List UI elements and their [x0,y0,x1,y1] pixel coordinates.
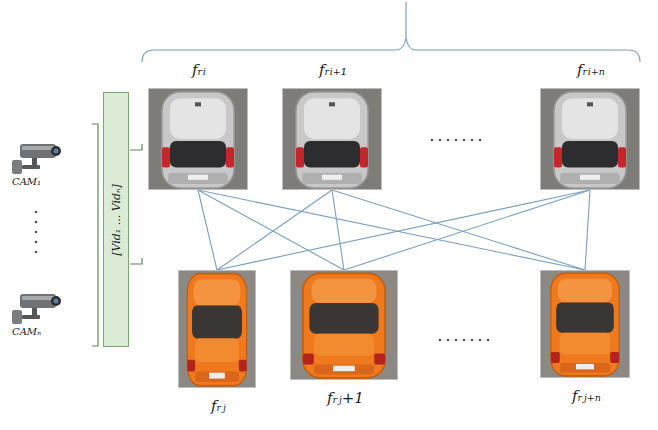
frame-label: fᵣᵢ₊ₙ [577,61,605,79]
camera-label: CAM₁ [12,176,41,187]
camera-label: CAMₙ [12,326,41,337]
frame-label: fᵣⱼ [211,397,226,415]
frame-label: fᵣᵢ [192,61,206,79]
id-vector-bar: [Vid₁ ... Vidₙ] [103,92,129,347]
match-line [198,190,217,270]
match-line [344,190,590,270]
match-line [332,190,585,270]
frame-box: fᵣⱼ [178,270,256,388]
frame-label: fᵣⱼ+1 [327,389,364,407]
match-line [198,190,585,270]
frame-box: fᵣⱼ₊ₙ [540,270,630,378]
frame-box: fᵣᵢ₊₁ [282,88,382,190]
frame-box: fᵣⱼ+1 [290,270,398,380]
match-line [217,190,590,270]
frame-box: fᵣᵢ₊ₙ [540,88,640,190]
frame-label: fᵣⱼ₊ₙ [572,387,601,405]
match-line [585,190,590,270]
match-line [332,190,344,270]
vector-label: [Vid₁ ... Vidₙ] [110,184,123,256]
frame-box: fᵣᵢ [148,88,248,190]
frame-label: fᵣᵢ₊₁ [319,61,347,79]
